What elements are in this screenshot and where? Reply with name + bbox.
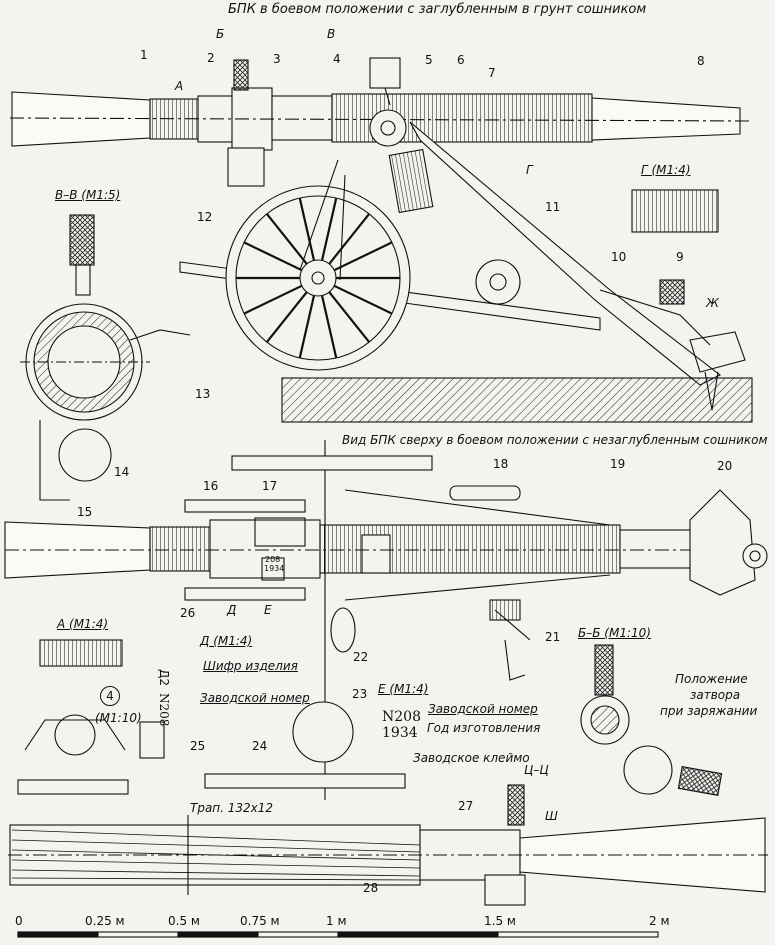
year-label-e: Год изготовления — [427, 721, 541, 735]
callout-14: 14 — [114, 465, 130, 479]
year-mark-e: 1934 — [382, 725, 418, 741]
letter-sh-bottom: Ш — [545, 809, 558, 823]
letter-e-top: Е — [264, 603, 272, 617]
letter-d-top: Д — [227, 603, 237, 617]
breech-note-1: Положение — [675, 672, 748, 686]
scale-bar — [17, 931, 659, 938]
letter-a-side: А — [175, 79, 184, 93]
breech-note-3: при заряжании — [660, 704, 758, 718]
callout-15: 15 — [77, 505, 93, 519]
callout-28: 28 — [363, 881, 379, 895]
callout-24: 24 — [252, 739, 268, 753]
letter-g-side: Г — [526, 163, 533, 177]
wheel-spoke — [298, 197, 316, 261]
breech-note-2: затвора — [690, 688, 741, 702]
scale-label-0: 0 — [15, 914, 23, 928]
serial-mark-d: N208 — [157, 693, 171, 727]
drawing-title: БПК в боевом положении с заглубленным в … — [228, 2, 647, 17]
wheel-spoke — [320, 197, 338, 261]
scale-label-2: 2 м — [649, 914, 670, 928]
scale-label-025: 0.25 м — [85, 914, 125, 928]
product-code-label: Шифр изделия — [203, 659, 298, 673]
callout-16: 16 — [203, 479, 219, 493]
callout-1: 1 — [140, 48, 148, 62]
callout-7: 7 — [488, 66, 496, 80]
callout-18: 18 — [493, 457, 509, 471]
side-view — [9, 57, 753, 423]
callout-27: 27 — [458, 799, 474, 813]
product-code-mark: Д2 — [157, 669, 171, 687]
detail-g-title: Г (М1:4) — [641, 163, 691, 177]
serial-label-e: Заводской номер — [428, 702, 538, 716]
section-mark-b: Б — [216, 27, 225, 41]
detail-4-scale: (М1:10) — [95, 711, 142, 725]
detail-a-title: А (М1:4) — [57, 617, 109, 631]
wheel-spoke — [266, 213, 308, 265]
callout-5: 5 — [425, 53, 433, 67]
callout-11: 11 — [545, 200, 561, 214]
callout-20: 20 — [717, 459, 733, 473]
top-view-title: Вид БПК сверху в боевом положении с неза… — [342, 433, 768, 447]
scale-label-075: 0.75 м — [240, 914, 280, 928]
scale-label-05: 0.5 м — [168, 914, 200, 928]
scale-label-15: 1.5 м — [484, 914, 516, 928]
callout-23: 23 — [352, 687, 368, 701]
wheel-spoke — [328, 213, 370, 265]
wheel-spoke — [333, 241, 393, 272]
top-view — [4, 440, 768, 800]
callout-13: 13 — [195, 387, 211, 401]
callout-25: 25 — [190, 739, 206, 753]
letter-zh-side: Ж — [706, 296, 719, 310]
detail-4-circle: 4 — [100, 686, 120, 706]
wheel-spoke — [298, 295, 316, 359]
plate-number: 208 — [265, 555, 281, 564]
section-vv-title: В–В (М1:5) — [55, 188, 121, 202]
wheel-spoke — [320, 295, 338, 359]
serial-mark-e: N208 — [382, 709, 421, 725]
stamp-label-e: Заводское клеймо — [413, 751, 530, 765]
plate-year: 1934 — [264, 564, 285, 573]
callout-8: 8 — [697, 54, 705, 68]
section-mark-v: В — [327, 27, 336, 41]
wheel-spoke — [266, 291, 308, 343]
detail-g-drawing — [631, 189, 719, 233]
section-bb-drawing — [580, 644, 723, 796]
section-cc-title: Ц–Ц — [524, 763, 549, 777]
wheel-spoke — [333, 284, 393, 315]
wheel-spoke — [243, 284, 303, 315]
wheel-spoke — [243, 241, 303, 272]
callout-12: 12 — [197, 210, 213, 224]
wheel-spoke — [328, 291, 370, 343]
callout-6: 6 — [457, 53, 465, 67]
callout-9: 9 — [676, 250, 684, 264]
callout-3: 3 — [273, 52, 281, 66]
section-bb-title: Б–Б (М1:10) — [578, 626, 651, 640]
callout-21: 21 — [545, 630, 561, 644]
callout-22: 22 — [353, 650, 369, 664]
callout-17: 17 — [262, 479, 278, 493]
detail-d-title: Д (М1:4) — [200, 634, 253, 648]
detail-a-drawing — [39, 639, 123, 667]
detail-4-drawing — [17, 714, 165, 795]
section-vv-drawing — [20, 214, 191, 501]
callout-26: 26 — [180, 606, 196, 620]
serial-label-d: Заводской номер — [200, 691, 310, 705]
callout-4: 4 — [333, 52, 341, 66]
scale-label-1: 1 м — [326, 914, 347, 928]
bottom-view — [8, 784, 768, 906]
callout-10: 10 — [611, 250, 627, 264]
thread-spec: Трап. 132х12 — [190, 801, 274, 815]
callout-2: 2 — [207, 51, 215, 65]
callout-19: 19 — [610, 457, 626, 471]
detail-e-title: Е (М1:4) — [378, 682, 429, 696]
